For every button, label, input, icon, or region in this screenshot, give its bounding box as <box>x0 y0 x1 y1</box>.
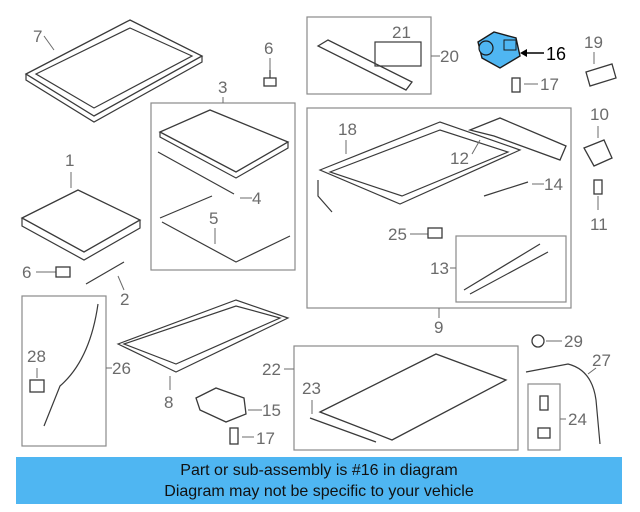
label-8: 8 <box>164 393 173 412</box>
part-17-bolt-top <box>511 77 521 93</box>
leader-27 <box>587 367 597 375</box>
label-19: 19 <box>584 33 603 52</box>
part-2-strip <box>85 261 125 285</box>
label-1: 1 <box>65 151 74 170</box>
group-box-22 <box>293 345 519 451</box>
label-9: 9 <box>434 318 443 337</box>
part-3-glass <box>157 109 291 263</box>
part-19-bracket <box>585 63 617 87</box>
part-22-headliner <box>318 353 508 441</box>
leader-12 <box>471 139 481 155</box>
part-25-clip <box>427 227 443 239</box>
label-17-bottom: 17 <box>256 429 275 448</box>
banner-line-1: Part or sub-assembly is #16 in diagram <box>180 462 458 479</box>
part-26-drain-hose <box>43 303 99 427</box>
part-24-clip <box>537 427 551 439</box>
group-box-26 <box>21 295 107 447</box>
label-29: 29 <box>564 332 583 351</box>
part-6-bolt-left <box>55 266 71 278</box>
part-6-bolt <box>263 70 277 87</box>
part-18-frame <box>317 117 567 213</box>
label-3: 3 <box>218 78 227 97</box>
label-6-top: 6 <box>264 39 273 58</box>
label-5: 5 <box>209 209 218 228</box>
part-24-screw <box>539 395 549 411</box>
label-17-top: 17 <box>540 75 559 94</box>
label-18: 18 <box>338 120 357 139</box>
label-26: 26 <box>112 359 131 378</box>
label-2: 2 <box>120 290 129 309</box>
label-27: 27 <box>592 351 611 370</box>
banner-line-2: Diagram may not be specific to your vehi… <box>164 483 474 500</box>
group-box-24 <box>527 383 561 451</box>
part-17-bolt-bottom <box>229 427 239 445</box>
label-14: 14 <box>544 175 563 194</box>
part-14-rail <box>483 181 529 197</box>
label-11: 11 <box>590 215 608 234</box>
label-21: 21 <box>392 23 411 42</box>
leader-7 <box>43 35 55 51</box>
label-7: 7 <box>33 27 42 46</box>
part-21-kit <box>374 41 422 67</box>
label-20: 20 <box>440 47 459 66</box>
group-box-13 <box>455 235 567 303</box>
label-15: 15 <box>262 401 281 420</box>
part-8-weatherstrip-inner <box>122 305 282 365</box>
info-banner: Part or sub-assembly is #16 in diagram D… <box>16 457 622 504</box>
part-27-drain-hose <box>525 363 601 445</box>
label-22: 22 <box>262 360 281 379</box>
label-6-left: 6 <box>22 263 31 282</box>
label-28: 28 <box>27 347 46 366</box>
label-24: 24 <box>568 410 587 429</box>
leader-2 <box>117 275 125 291</box>
label-13: 13 <box>430 259 449 278</box>
part-29-clip <box>531 334 545 348</box>
part-28-clip <box>29 379 45 393</box>
part-1-shade-panel <box>20 189 142 261</box>
label-25: 25 <box>388 225 407 244</box>
label-16: 16 <box>546 44 566 64</box>
part-7-glass-panel <box>24 19 204 123</box>
part-20-deflector <box>316 39 413 91</box>
part-10-bracket <box>583 139 613 167</box>
part-15-motor <box>195 387 247 423</box>
part-8-weatherstrip <box>116 299 290 373</box>
label-4: 4 <box>252 189 261 208</box>
label-12: 12 <box>450 149 469 168</box>
label-10: 10 <box>590 105 609 124</box>
leader-16-arrow <box>520 49 527 57</box>
part-11-bolt <box>593 179 603 195</box>
part-13-cables <box>463 243 549 295</box>
part-23-strip <box>309 417 377 443</box>
part-16-motor <box>477 31 521 69</box>
label-23: 23 <box>302 379 321 398</box>
